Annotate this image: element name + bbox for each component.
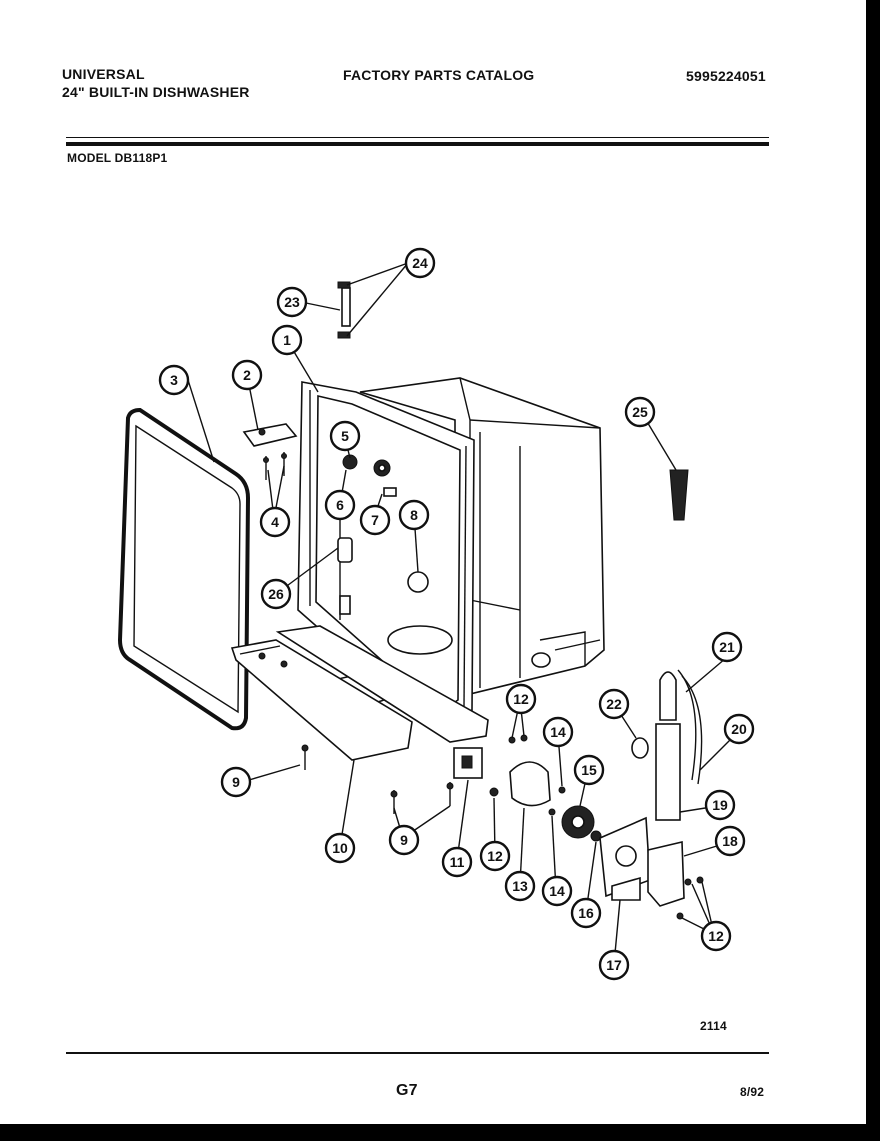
svg-text:8: 8 (410, 507, 418, 523)
callout-5: 5 (329, 420, 361, 452)
svg-text:26: 26 (268, 586, 284, 602)
svg-text:11: 11 (450, 854, 465, 870)
svg-text:1: 1 (283, 332, 291, 348)
callout-10: 10 (324, 832, 356, 864)
callout-16: 16 (570, 897, 602, 929)
svg-text:17: 17 (606, 957, 622, 973)
catalog-title: FACTORY PARTS CATALOG (343, 67, 535, 83)
callout-15: 15 (573, 754, 605, 786)
door-gasket (117, 407, 251, 731)
svg-text:19: 19 (712, 797, 728, 813)
callout-1: 1 (271, 324, 303, 356)
callout-24: 24 (404, 247, 436, 279)
svg-text:9: 9 (400, 832, 408, 848)
callout-12a: 12 (505, 683, 537, 715)
svg-text:18: 18 (722, 833, 738, 849)
brand-name: UNIVERSAL (62, 66, 145, 82)
header-rule-thick (66, 142, 769, 146)
tub-assembly (359, 377, 605, 695)
header-rule-thin (66, 137, 769, 138)
callout-12c: 12 (700, 920, 732, 952)
publication-date: 8/92 (740, 1085, 765, 1099)
exploded-parts-diagram: 1 2 3 4 5 6 7 8 9 9 10 11 12 12 12 13 14… (117, 247, 755, 981)
catalog-page: UNIVERSAL 24" BUILT-IN DISHWASHER FACTOR… (0, 0, 866, 1124)
callout-2: 2 (231, 359, 263, 391)
product-name: 24" BUILT-IN DISHWASHER (62, 84, 250, 100)
callout-23: 23 (276, 286, 308, 318)
page-code: G7 (396, 1082, 418, 1099)
svg-text:21: 21 (719, 639, 735, 655)
door-panel (230, 625, 489, 761)
svg-text:4: 4 (271, 514, 279, 530)
callout-22: 22 (598, 688, 630, 720)
svg-text:10: 10 (332, 840, 348, 856)
model-label: MODEL DB118P1 (67, 151, 168, 165)
svg-text:14: 14 (549, 883, 565, 899)
callout-13: 13 (504, 870, 536, 902)
svg-text:12: 12 (487, 848, 503, 864)
callout-4: 4 (259, 506, 291, 538)
callout-12b: 12 (479, 840, 511, 872)
svg-text:2: 2 (243, 367, 251, 383)
callout-3: 3 (158, 364, 190, 396)
front-frame (297, 381, 475, 731)
footer-rule (66, 1052, 769, 1054)
callout-20: 20 (723, 713, 755, 745)
callout-26: 26 (260, 578, 292, 610)
callout-14a: 14 (542, 716, 574, 748)
svg-text:13: 13 (512, 878, 528, 894)
svg-text:15: 15 (581, 762, 597, 778)
callout-11: 11 (441, 846, 473, 878)
svg-text:7: 7 (371, 512, 379, 528)
callout-25: 25 (624, 396, 656, 428)
drawing-number: 2114 (700, 1019, 727, 1033)
callout-8: 8 (398, 499, 430, 531)
callout-19: 19 (704, 789, 736, 821)
callout-14b: 14 (541, 875, 573, 907)
svg-text:22: 22 (606, 696, 622, 712)
callout-9a: 9 (220, 766, 252, 798)
svg-text:9: 9 (232, 774, 240, 790)
callout-21: 21 (711, 631, 743, 663)
hinge-bracket (242, 423, 298, 480)
svg-text:16: 16 (578, 905, 594, 921)
svg-text:25: 25 (632, 404, 648, 420)
svg-text:12: 12 (513, 691, 529, 707)
svg-text:14: 14 (550, 724, 566, 740)
svg-text:3: 3 (170, 372, 178, 388)
small-parts (301, 281, 704, 920)
callout-9b: 9 (388, 824, 420, 856)
catalog-number: 5995224051 (686, 68, 766, 84)
callout-6: 6 (324, 489, 356, 521)
svg-text:23: 23 (284, 294, 300, 310)
svg-text:24: 24 (412, 255, 428, 271)
callout-17: 17 (598, 949, 630, 981)
svg-text:12: 12 (708, 928, 724, 944)
svg-text:5: 5 (341, 428, 349, 444)
callout-7: 7 (359, 504, 391, 536)
callout-18: 18 (714, 825, 746, 857)
svg-text:6: 6 (336, 497, 344, 513)
svg-text:20: 20 (731, 721, 747, 737)
